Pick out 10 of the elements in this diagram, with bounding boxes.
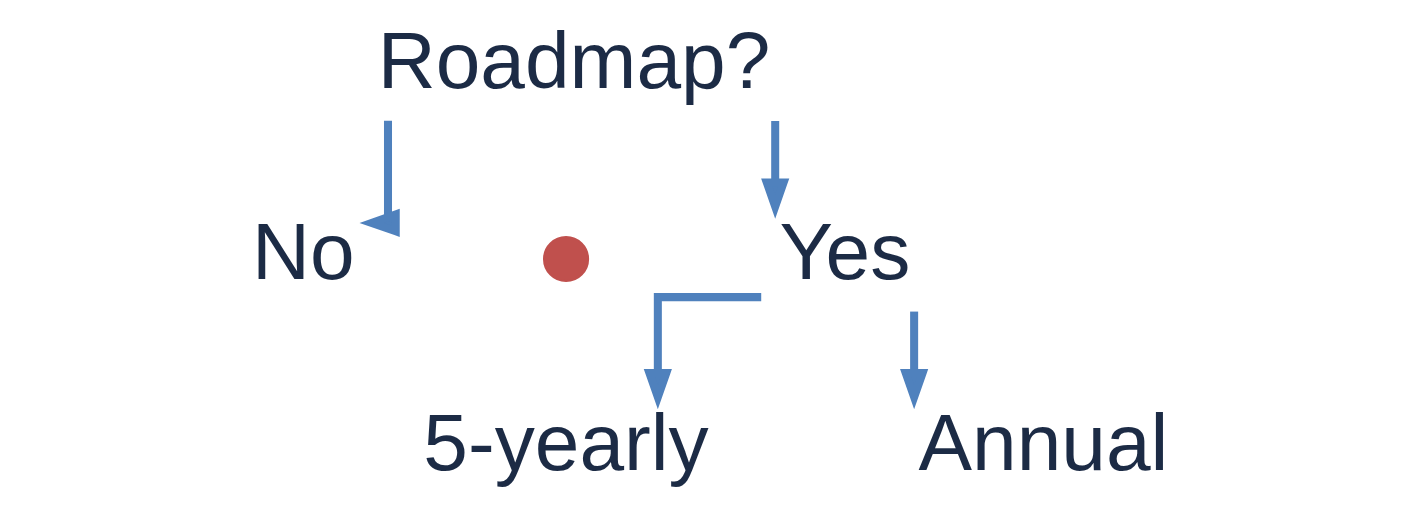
node-circle <box>542 235 590 283</box>
arrow <box>761 121 790 219</box>
arrow <box>900 311 929 410</box>
arrow <box>643 293 762 410</box>
arrow <box>359 120 400 237</box>
node-text: 5-yearly <box>423 396 709 487</box>
node-text: Yes <box>779 206 911 297</box>
node-text: No <box>251 206 355 297</box>
node-text: Roadmap? <box>377 15 771 106</box>
node-text: Annual <box>918 396 1169 487</box>
